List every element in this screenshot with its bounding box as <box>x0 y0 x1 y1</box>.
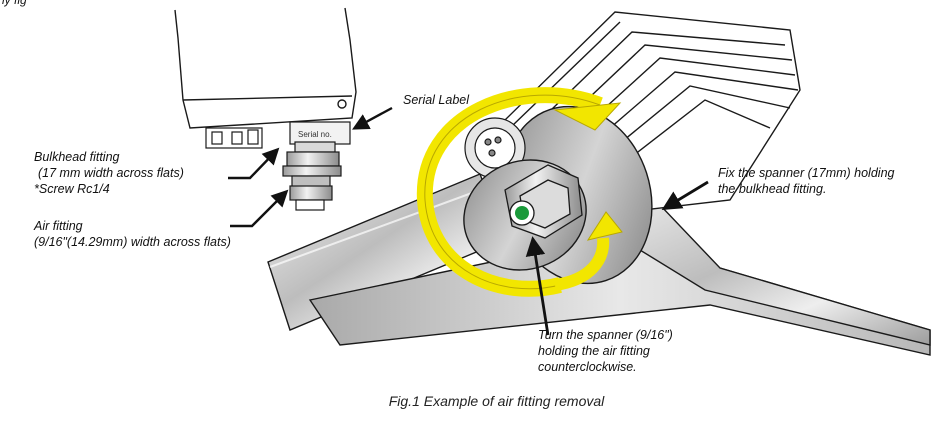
device-body-small <box>174 7 357 129</box>
device-connector-small <box>205 127 263 149</box>
air-fitting-small <box>289 175 333 211</box>
bulkhead-leader-arrow <box>228 147 280 180</box>
turn-spanner-leader-arrow <box>525 236 550 336</box>
serial-label-arrow <box>352 106 393 130</box>
clockwise-turn-arrow <box>553 211 623 291</box>
bulkhead-fitting-label: Bulkhead fitting (17 mm width across fla… <box>34 150 184 196</box>
fix-spanner-leader-arrow <box>661 180 709 211</box>
figure-caption-text: Fig.1 Example of air fitting removal <box>388 393 605 409</box>
turn-spanner-label: Turn the spanner (9/16") holding the air… <box>538 328 673 374</box>
air-fitting-green-dot <box>515 206 529 220</box>
header-fragment: ly fig <box>2 0 27 7</box>
air-fitting-leader-arrow <box>230 189 289 228</box>
air-fitting-label: Air fitting (9/16"(14.29mm) width across… <box>34 219 231 249</box>
serial-plate-text: Serial no. <box>298 130 332 139</box>
fix-spanner-label: Fix the spanner (17mm) holding the bulkh… <box>718 166 895 196</box>
bulkhead-fitting-small <box>282 141 342 177</box>
serial-label-text: Serial Label <box>403 93 470 107</box>
counterclockwise-arrow <box>416 87 622 297</box>
air-fitting-nut <box>504 164 583 239</box>
serial-plate-small: Serial no. <box>289 121 351 145</box>
figure-caption: Fig.1 Example of air fitting removal <box>0 393 937 409</box>
